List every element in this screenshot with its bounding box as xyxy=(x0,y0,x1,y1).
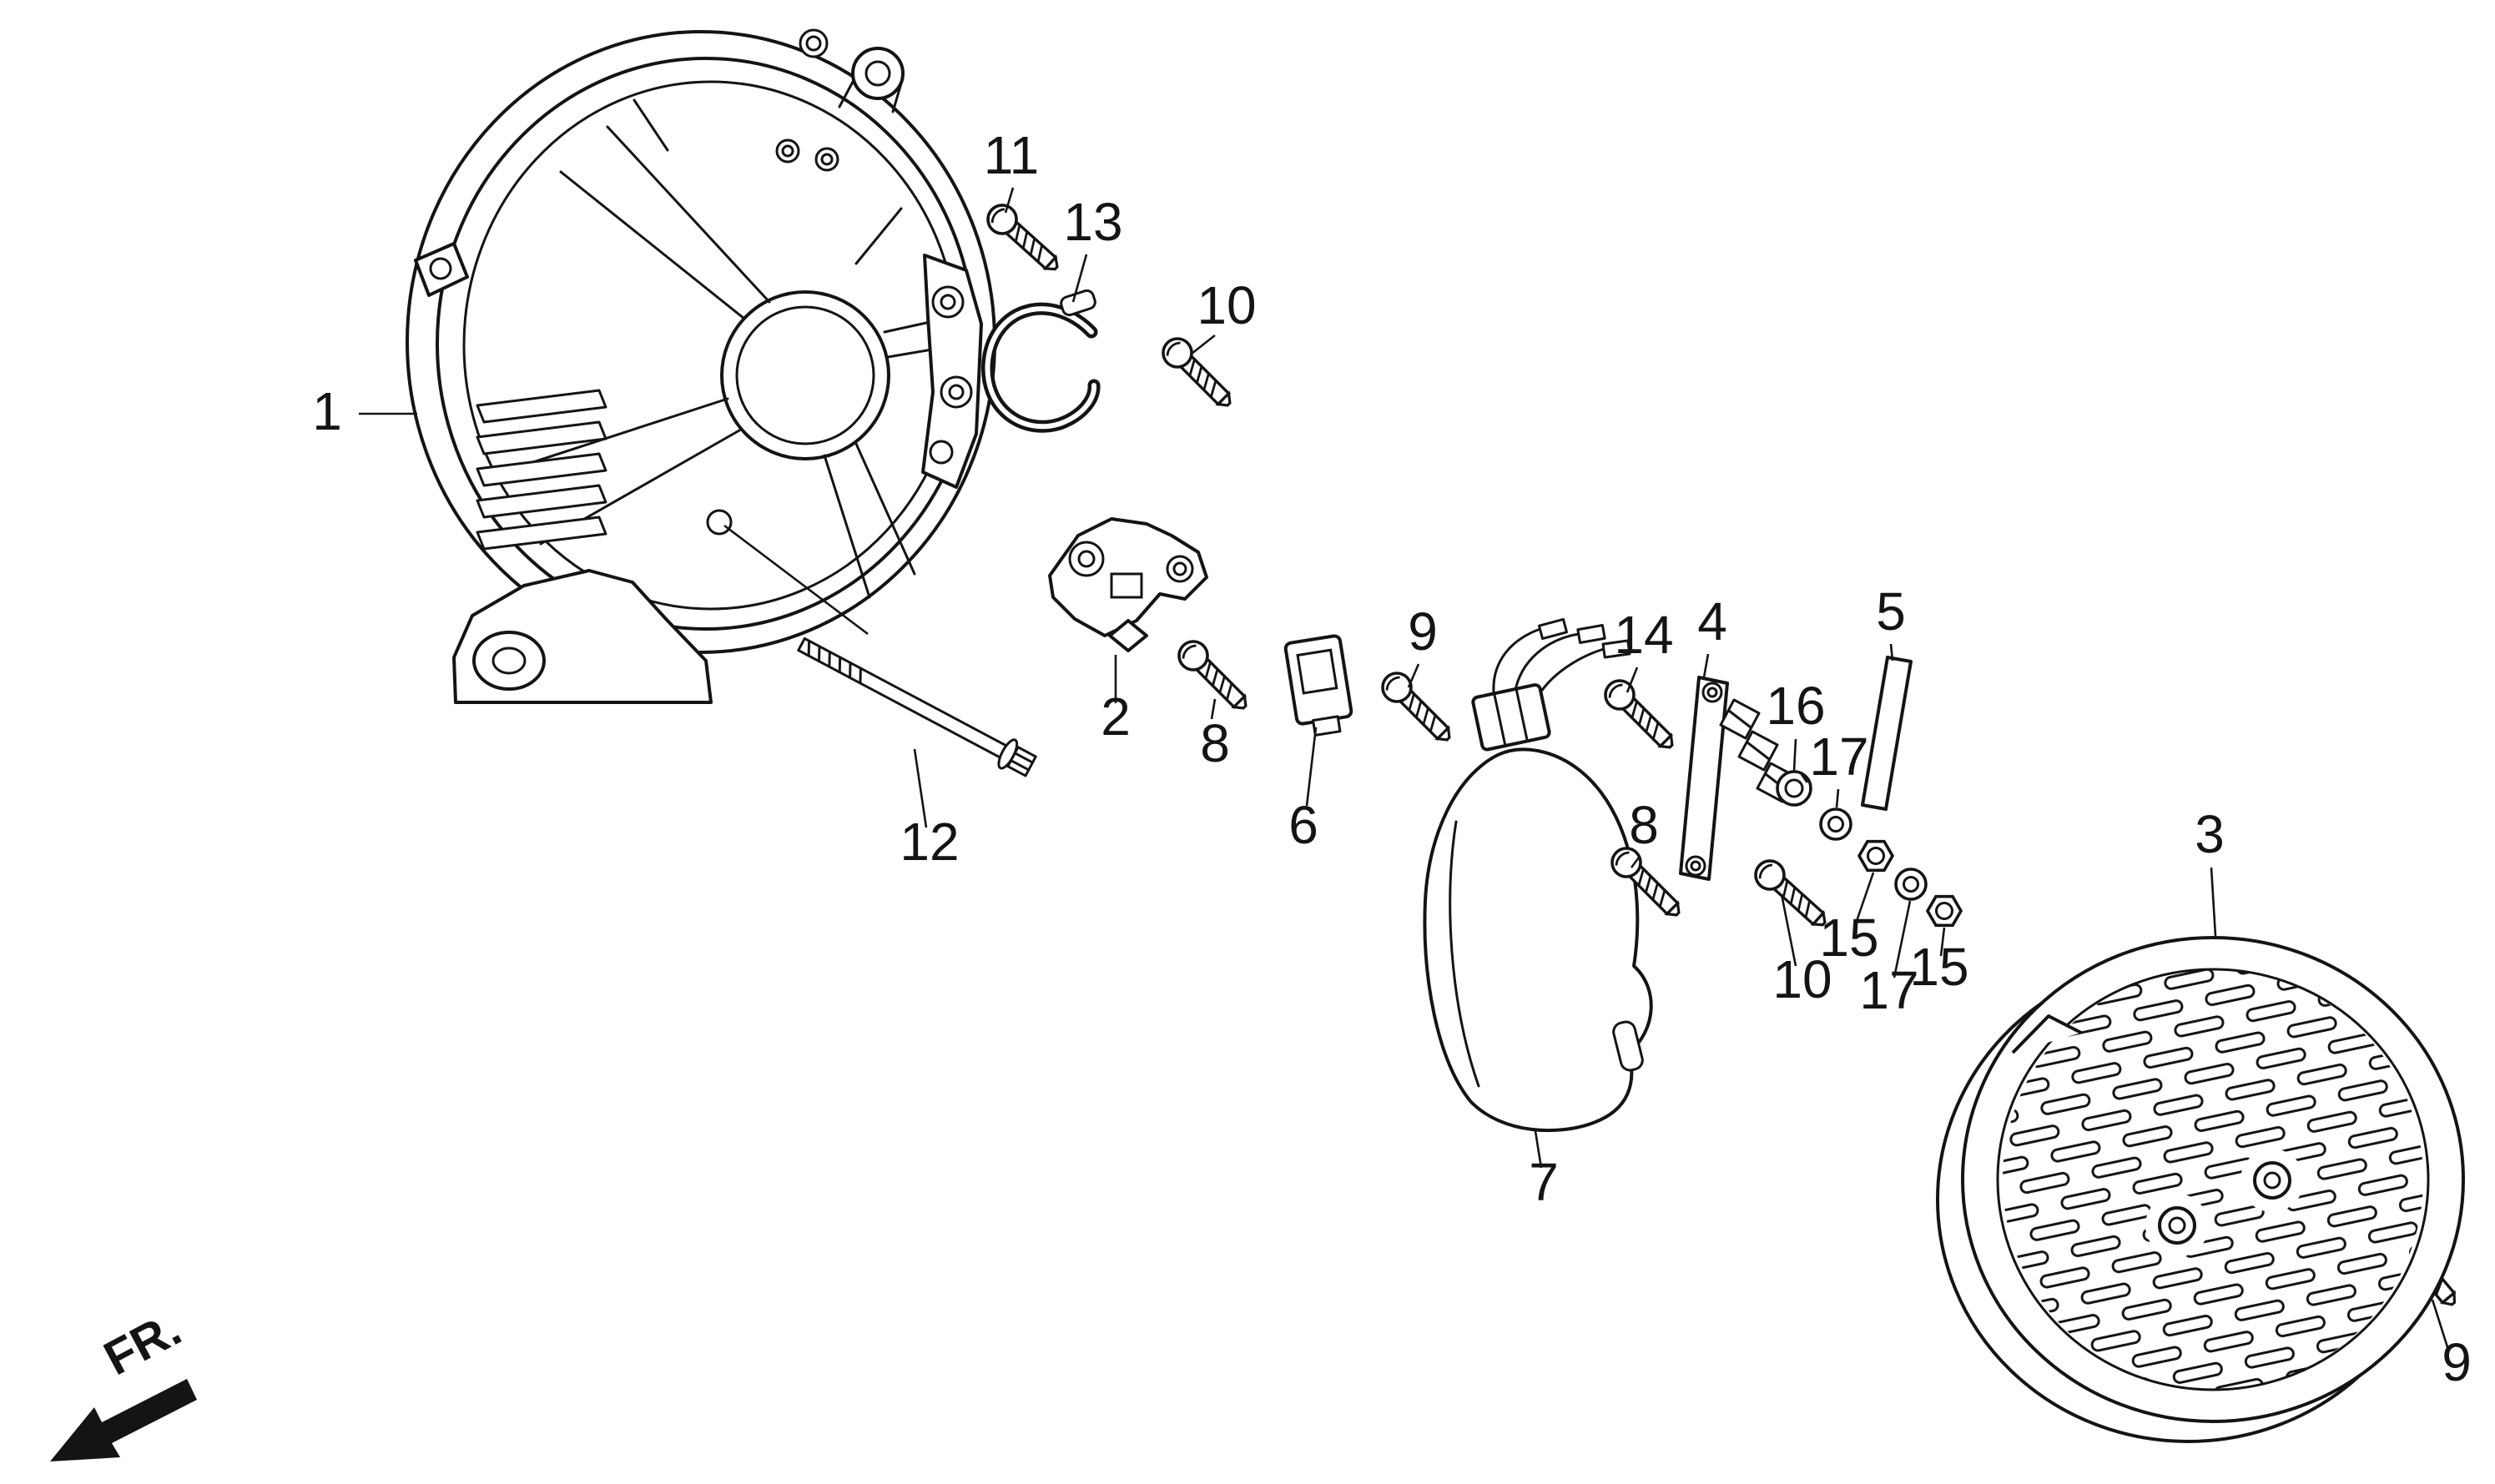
part-14-screw xyxy=(1598,673,1683,758)
fr-label: FR. xyxy=(95,1301,189,1386)
part-15-nut-a xyxy=(1857,839,1894,873)
callout-3: 3 xyxy=(2195,804,2225,864)
part-10-screw-a xyxy=(1156,331,1241,416)
callout-7: 7 xyxy=(1529,1152,1559,1212)
fr-arrow-icon xyxy=(50,1379,197,1461)
callout-16: 16 xyxy=(1766,676,1825,736)
part-7-cover xyxy=(1423,617,1653,1133)
fan-cover-spokes xyxy=(501,98,958,599)
part-15-nut-b xyxy=(1926,894,1963,928)
callout-2: 2 xyxy=(1101,687,1131,747)
front-direction-marker: FR. xyxy=(50,1301,197,1461)
callout-9-b: 9 xyxy=(2442,1332,2472,1392)
callout-10-b: 10 xyxy=(1772,949,1832,1009)
callout-13: 13 xyxy=(1063,192,1122,252)
part-6-unit xyxy=(1283,634,1353,737)
callout-12: 12 xyxy=(900,812,959,872)
part-11-screw xyxy=(980,198,1067,280)
callout-6: 6 xyxy=(1288,795,1318,855)
fan-cover-louvers xyxy=(476,389,607,551)
part-9-screw-a xyxy=(1375,666,1460,751)
part-5-strip xyxy=(1861,656,1913,811)
callout-8-b: 8 xyxy=(1629,795,1659,855)
callout-10-a: 10 xyxy=(1197,275,1256,335)
callout-5: 5 xyxy=(1876,581,1906,641)
callout-15-b: 15 xyxy=(1909,937,1968,997)
leader-lines xyxy=(359,187,2450,1351)
part-17-washer-a xyxy=(1819,807,1852,841)
callout-14: 14 xyxy=(1614,605,1673,665)
callout-9-a: 9 xyxy=(1408,601,1438,662)
part-12-bolt xyxy=(797,636,1037,777)
callout-1: 1 xyxy=(312,381,342,441)
callout-17-b: 17 xyxy=(1859,960,1918,1020)
part-7-connector xyxy=(1471,683,1551,752)
part-3-grille-cover xyxy=(1936,936,2465,1443)
callout-4: 4 xyxy=(1697,591,1727,651)
callout-15-a: 15 xyxy=(1819,908,1878,968)
part-1-fan-cover xyxy=(406,28,996,704)
callout-17-a: 17 xyxy=(1809,727,1868,787)
part-17-washer-b xyxy=(1894,868,1928,901)
callout-11: 11 xyxy=(984,125,1039,185)
part-16-spring-washer xyxy=(1776,770,1812,807)
callout-8-a: 8 xyxy=(1200,713,1230,773)
part-4-stay xyxy=(1679,676,1797,881)
part-2-bracket xyxy=(1048,517,1208,652)
part-13-clip xyxy=(981,289,1101,433)
